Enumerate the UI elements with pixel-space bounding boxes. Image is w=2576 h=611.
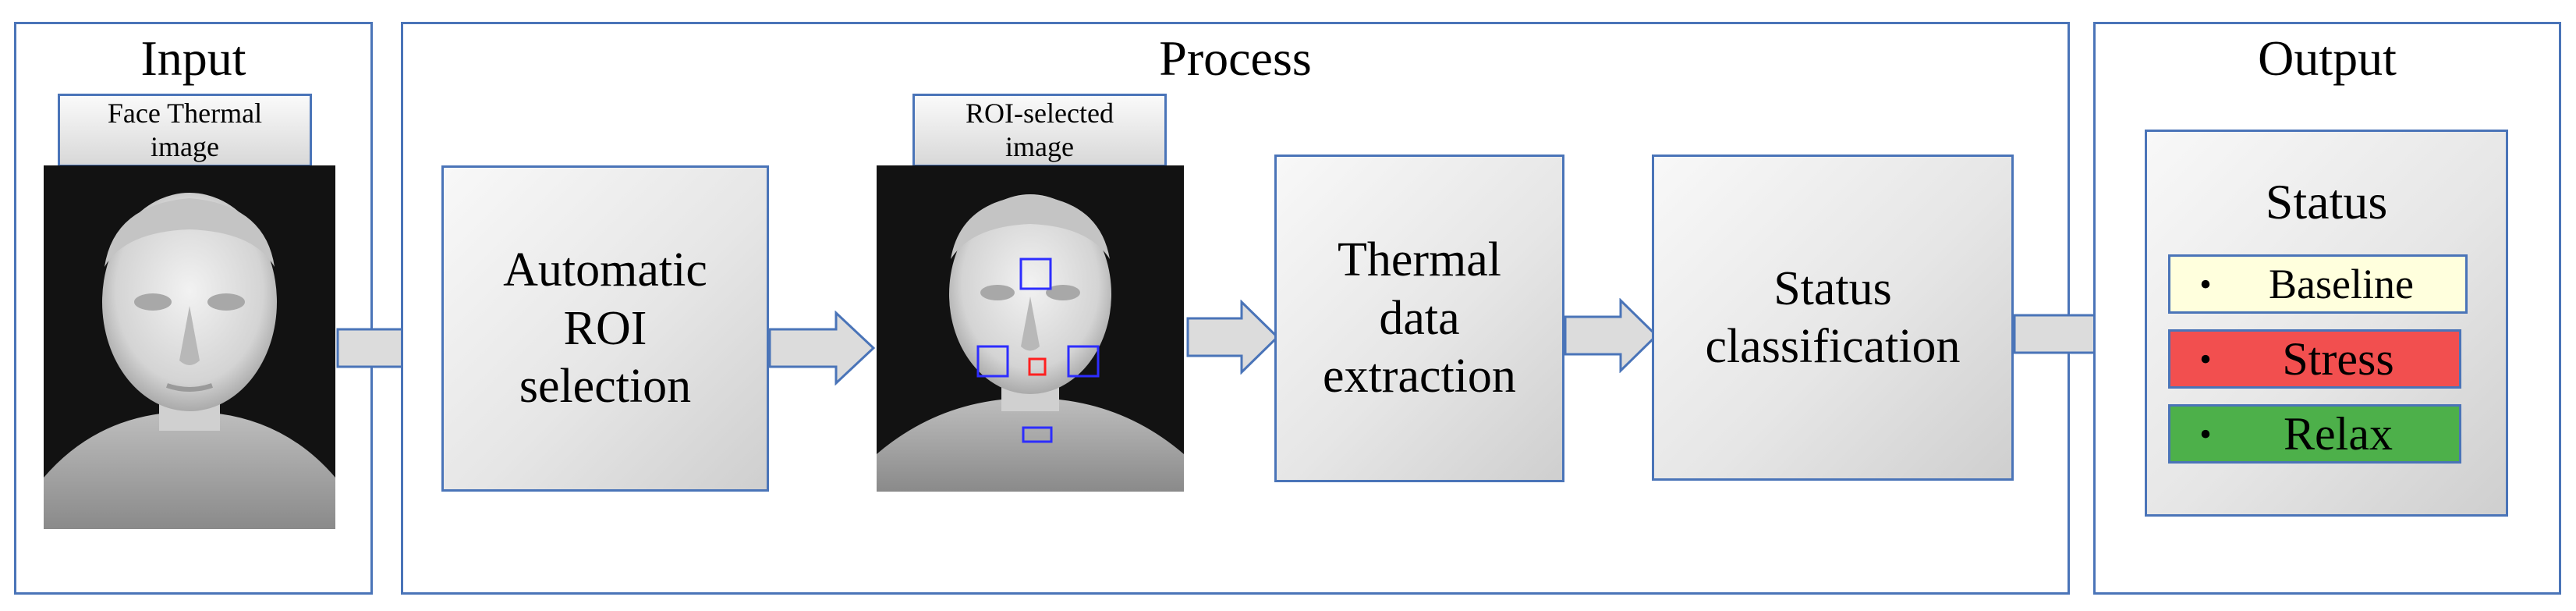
- arrow-image-to-extraction: [1186, 300, 1280, 375]
- roi-face-figure: [877, 165, 1184, 492]
- status-item-bullet: •: [2199, 265, 2212, 304]
- status-output-title: Status: [2265, 174, 2388, 229]
- thermal-extraction-label: Thermal data extraction: [1323, 233, 1516, 403]
- thermal-face-figure: [44, 165, 335, 529]
- roi-forehead-marker: [1019, 258, 1052, 290]
- status-item-label: Relax: [2284, 407, 2393, 460]
- status-item-baseline: • Baseline: [2168, 254, 2468, 314]
- arrow-roi-to-image: [768, 311, 876, 385]
- roi-left-cheek-marker: [976, 345, 1009, 378]
- roi-selection-label: Automatic ROI selection: [503, 243, 707, 414]
- status-item-relax: • Relax: [2168, 404, 2461, 464]
- face-thermal-image-label: Face Thermal image: [58, 94, 312, 167]
- roi-nose-marker: [1028, 357, 1047, 376]
- input-panel-title: Input: [140, 30, 246, 86]
- face-thermal-image: [44, 165, 335, 529]
- roi-right-cheek-marker: [1067, 345, 1100, 378]
- status-classification-box: Status classification: [1652, 155, 2014, 481]
- status-item-bullet: •: [2199, 339, 2212, 378]
- thermal-extraction-box: Thermal data extraction: [1274, 155, 1564, 482]
- status-item-label: Stress: [2282, 332, 2394, 385]
- output-panel-title: Output: [2258, 30, 2397, 86]
- roi-selected-image-label: ROI-selected image: [912, 94, 1167, 167]
- roi-chin-marker: [1022, 426, 1053, 443]
- roi-selection-box: Automatic ROI selection: [441, 165, 769, 492]
- status-item-stress: • Stress: [2168, 329, 2461, 389]
- status-classification-label: Status classification: [1705, 261, 1961, 373]
- arrow-extraction-to-classification: [1564, 298, 1659, 373]
- status-item-bullet: •: [2199, 414, 2212, 453]
- status-item-label: Baseline: [2269, 261, 2414, 307]
- process-panel-title: Process: [1159, 30, 1312, 86]
- roi-selected-image: [877, 165, 1184, 492]
